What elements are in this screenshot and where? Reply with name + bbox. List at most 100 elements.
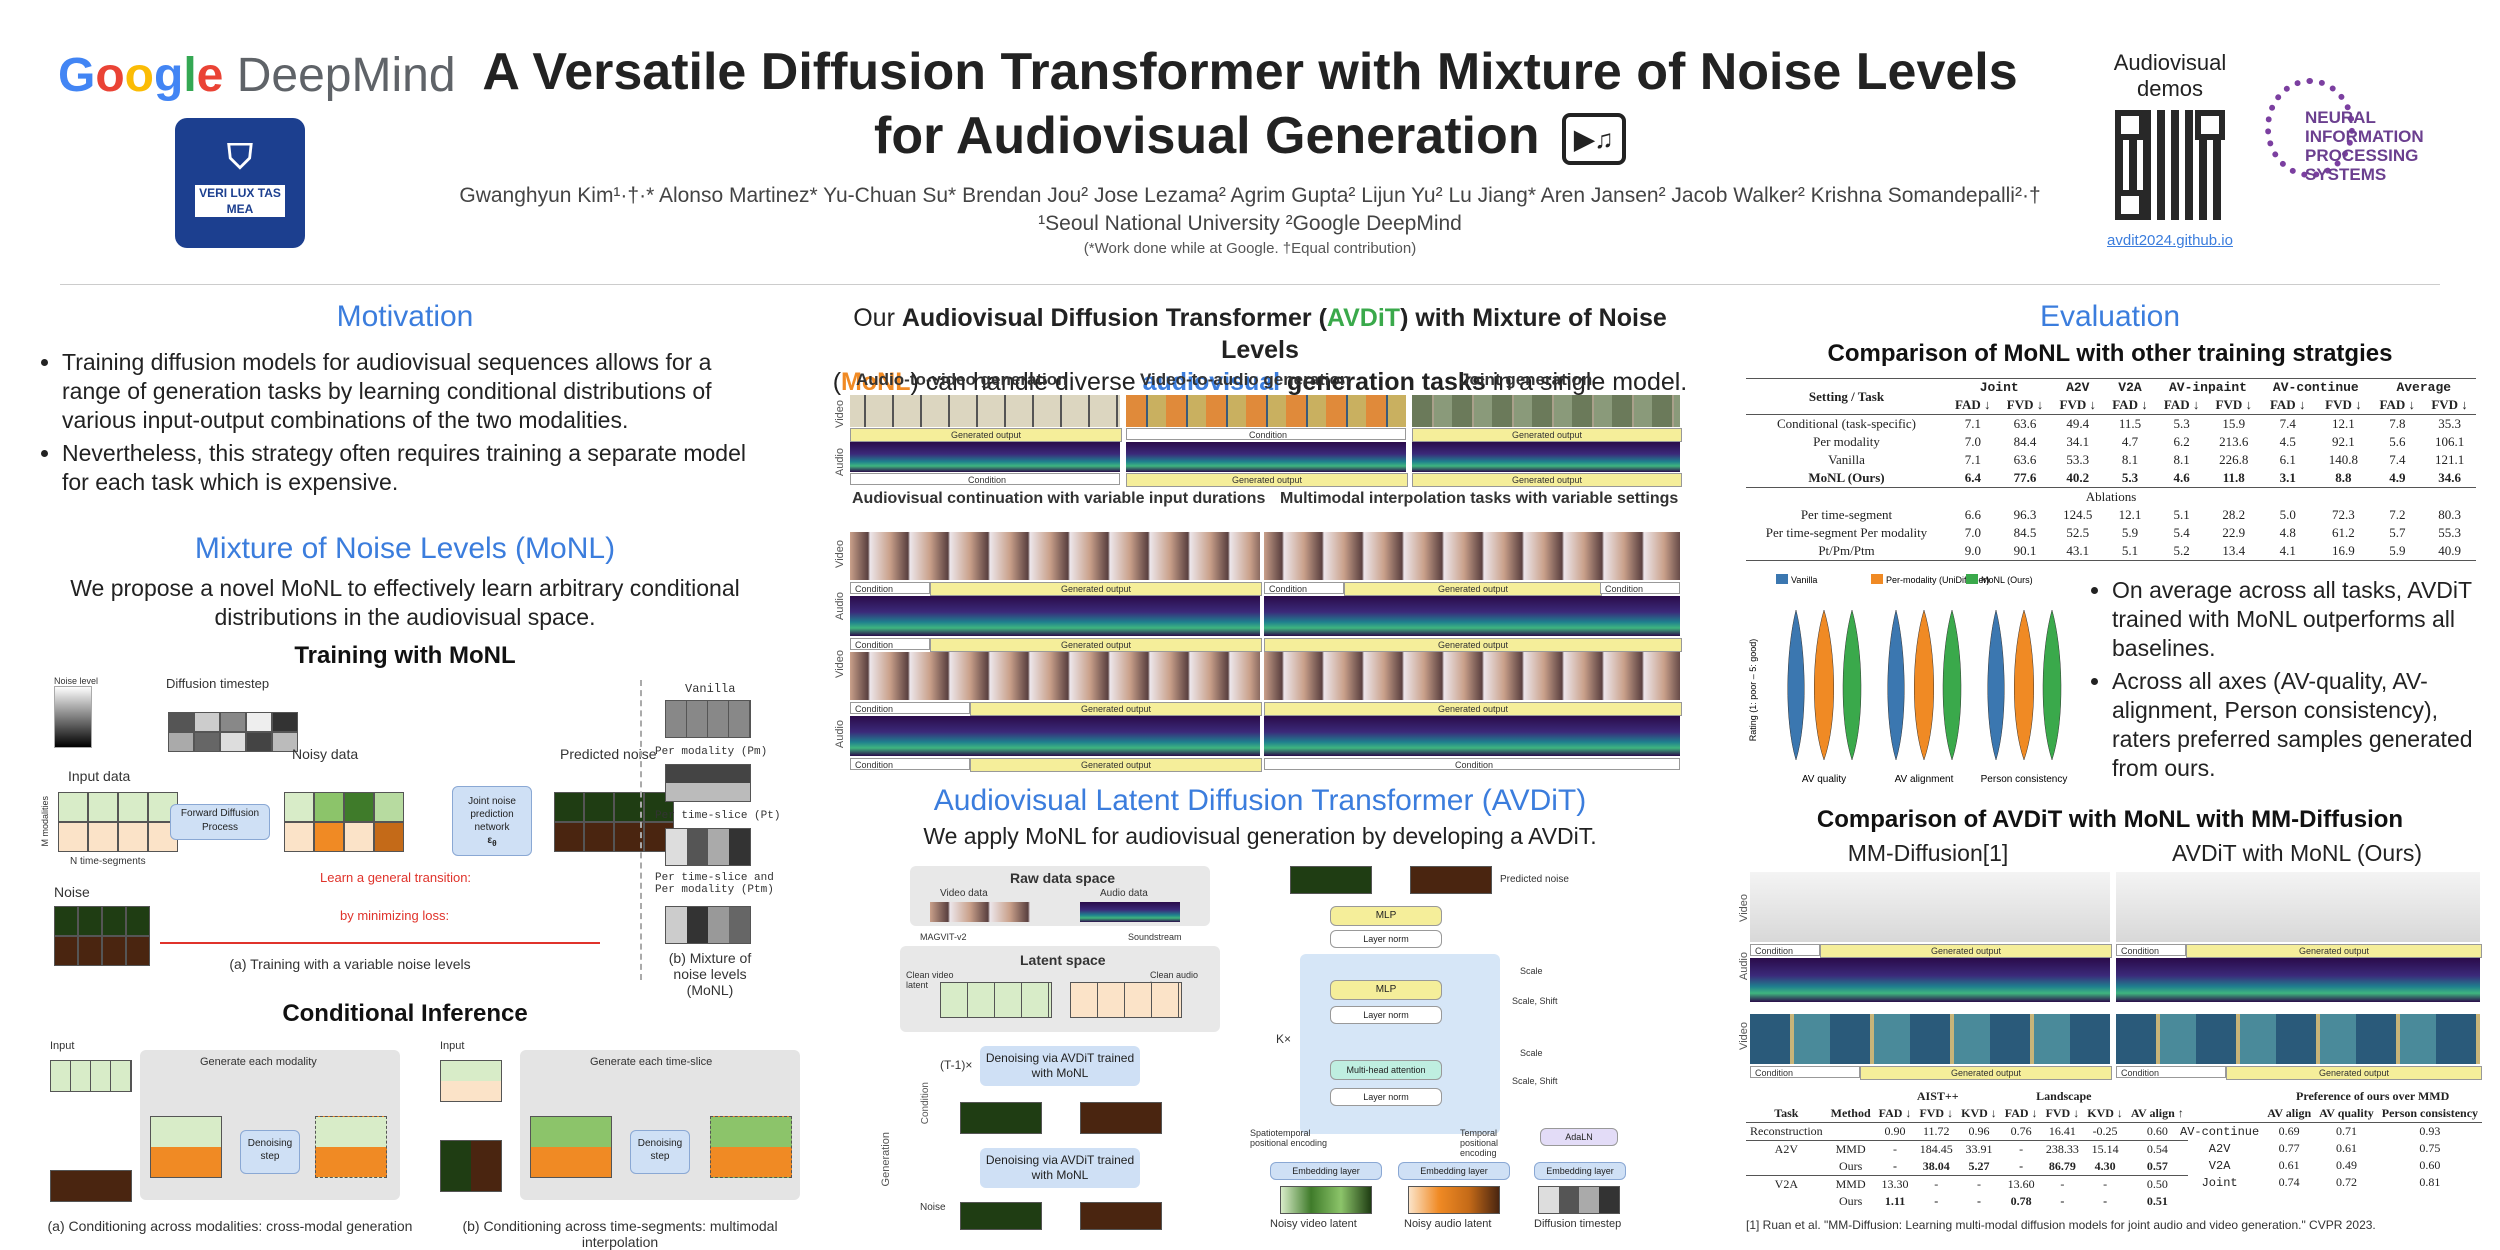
table-cell: 84.4 bbox=[2013, 434, 2037, 449]
motivation-title: Motivation bbox=[336, 300, 474, 333]
table-cell: 11.5 bbox=[2118, 416, 2142, 431]
table-cell: 3.1 bbox=[2279, 470, 2296, 485]
mm-left-spectrogram bbox=[1750, 958, 2110, 1002]
noise-level-legend bbox=[54, 686, 92, 748]
table1-title: Comparison of MoNL with other training s… bbox=[1827, 340, 2393, 367]
table3-header: AV quality bbox=[2319, 1106, 2374, 1120]
variant-vanilla-label: Vanilla bbox=[685, 682, 736, 696]
training-title: Training with MoNL bbox=[294, 642, 516, 669]
mm-right-title: AVDiT with MoNL (Ours) bbox=[2171, 840, 2423, 866]
denoising-step-box-b: Denoising step bbox=[630, 1130, 690, 1174]
joint-video-frames bbox=[1412, 395, 1680, 427]
audio-data-label: Audio data bbox=[1100, 888, 1148, 899]
table-cell: 0.49 bbox=[2335, 1158, 2357, 1172]
table-cell: 16.41 bbox=[2048, 1124, 2076, 1138]
table-cell: 7.1 bbox=[1964, 452, 1981, 467]
table-cell: 0.93 bbox=[2419, 1124, 2441, 1138]
video-audio-icon: ▶♫ bbox=[1561, 113, 1626, 166]
table1-group: AV-inpaint bbox=[2168, 380, 2247, 395]
motivation-list: Training diffusion models for audiovisua… bbox=[40, 348, 770, 501]
modalities-label: M modalities bbox=[40, 796, 50, 847]
forward-diffusion-box: Forward Diffusion Process bbox=[170, 804, 270, 840]
table-cell: 15.9 bbox=[2222, 416, 2246, 431]
mm-row-label-video-2: Video bbox=[1738, 1022, 1750, 1050]
table-cell: 5.2 bbox=[2173, 543, 2190, 558]
violin-shape bbox=[1842, 609, 1862, 761]
table-cell: 0.57 bbox=[2146, 1159, 2168, 1173]
v2a-condition-bar: Condition bbox=[1126, 428, 1406, 440]
evaluation-bullets: On average across all tasks, AVDiT train… bbox=[2090, 576, 2480, 787]
table1-subheader: FVD ↓ bbox=[2006, 397, 2044, 412]
transformer-block-diagram: Predicted noise MLP Layer norm K× MLP La… bbox=[1250, 862, 1690, 1242]
variant-ptm-grid bbox=[665, 906, 751, 944]
demos-link[interactable]: avdit2024.github.io bbox=[2107, 232, 2233, 249]
generate-slice-label: Generate each time-slice bbox=[590, 1056, 713, 1068]
pred-video-noise bbox=[1290, 866, 1372, 894]
caption-training-b: (b) Mixture of noise levels (MoNL) bbox=[668, 950, 752, 998]
table-cell bbox=[1746, 1193, 1827, 1210]
seal-text: VERI LUX TAS MEA bbox=[195, 185, 285, 217]
table-cell: 16.9 bbox=[2331, 543, 2355, 558]
row-label-video-3: Video bbox=[834, 650, 846, 678]
table-cell: 4.6 bbox=[2173, 470, 2190, 485]
table-cell: MoNL (Ours) bbox=[1808, 470, 1885, 485]
violin-group-label: Person consistency bbox=[1981, 774, 2068, 785]
motivation-bullet-1: Training diffusion models for audiovisua… bbox=[62, 348, 770, 435]
table-cell: 52.5 bbox=[2066, 525, 2090, 540]
paper-title: A Versatile Diffusion Transformer with M… bbox=[450, 40, 2050, 168]
table-cell: 0.61 bbox=[2278, 1158, 2300, 1172]
variant-pt-grid bbox=[665, 828, 751, 866]
snu-seal-logo: ⛉ VERI LUX TAS MEA bbox=[175, 118, 305, 248]
loss-arrow bbox=[160, 942, 600, 944]
title-line-2: for Audiovisual Generation bbox=[874, 107, 1540, 165]
table-cell: 5.3 bbox=[2121, 470, 2139, 485]
table-cell: Vanilla bbox=[1828, 452, 1865, 467]
table2-header: FVD ↓ bbox=[1919, 1106, 1954, 1120]
mm-left-landscape bbox=[1750, 1014, 2110, 1064]
variant-ptm-label: Per time-slice and Per modality (Ptm) bbox=[655, 872, 774, 896]
mm-right-generated-2: Generated output bbox=[2226, 1066, 2482, 1080]
table-cell: 0.71 bbox=[2335, 1124, 2357, 1138]
table-cell: 6.4 bbox=[1964, 470, 1981, 485]
interpolation-spectrogram-2 bbox=[1264, 716, 1680, 756]
table2-header: AV align ↑ bbox=[2130, 1106, 2184, 1120]
row-label-audio-2: Audio bbox=[834, 592, 846, 621]
table-cell: 13.4 bbox=[2222, 543, 2246, 558]
table-cell: 0.69 bbox=[2278, 1124, 2300, 1138]
table-cell: 13.60 bbox=[2007, 1177, 2035, 1191]
table2-header: KVD ↓ bbox=[2087, 1106, 2123, 1120]
interpolation-frames-1 bbox=[1264, 532, 1680, 580]
continuation-condition-1: Condition bbox=[850, 582, 930, 594]
dark-brown-latent bbox=[1080, 1102, 1162, 1134]
variants-panel: Vanilla Per modality (Pm) Per time-slice… bbox=[655, 680, 785, 998]
table-cell: 213.6 bbox=[2219, 434, 2249, 449]
table-cell: 38.04 bbox=[1922, 1159, 1950, 1173]
motivation-bullet-2: Nevertheless, this strategy often requir… bbox=[62, 439, 770, 497]
denoising-step-box-a: Denoising step bbox=[240, 1130, 300, 1174]
violin-group-label: AV alignment bbox=[1895, 774, 1954, 785]
table-cell: Per modality bbox=[1813, 434, 1880, 449]
table-cell: 5.9 bbox=[2121, 525, 2139, 540]
panel-title-interpolation: Multimodal interpolation tasks with vari… bbox=[1280, 490, 1679, 507]
generate-modality-label: Generate each modality bbox=[200, 1056, 317, 1068]
noisy-data-grid bbox=[284, 792, 404, 852]
table-cell: 53.3 bbox=[2066, 452, 2090, 467]
noisy-audio-label: Noisy audio latent bbox=[1404, 1218, 1492, 1230]
predicted-noise-label: Predicted noise bbox=[560, 746, 657, 762]
table-cell: 63.6 bbox=[2013, 416, 2037, 431]
minimizing-label: by minimizing loss: bbox=[340, 908, 450, 923]
table-cell: Ours bbox=[1838, 1194, 1863, 1208]
mm-dance-frames-right bbox=[2116, 872, 2480, 942]
clean-audio-latent bbox=[1070, 982, 1182, 1018]
qr-code[interactable] bbox=[2105, 100, 2235, 230]
table-cell: 124.5 bbox=[2063, 507, 2093, 522]
table-cell: 33.91 bbox=[1965, 1142, 1993, 1156]
table1-group: A2V bbox=[2066, 380, 2090, 395]
table-cell: 84.5 bbox=[2013, 525, 2037, 540]
row-label-audio-3: Audio bbox=[834, 720, 846, 749]
